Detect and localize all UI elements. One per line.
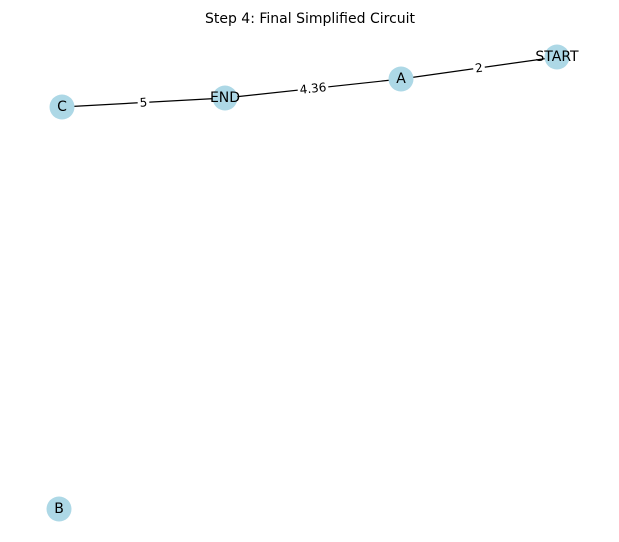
edge-label-background [137,94,150,111]
edges-layer: 2 4.36 5 [61,56,558,111]
node-circle [49,94,75,120]
node-label: END [210,90,240,106]
node-label: C [57,99,67,115]
node-end: END [210,85,240,111]
node-circle [544,44,570,70]
node-circle [388,66,414,92]
nodes-layer: START A END C B [46,44,579,522]
node-c: C [49,94,75,120]
node-b: B [46,496,72,522]
node-circle [46,496,72,522]
edge-label-group: 4.36 [296,78,330,99]
edge-weight-label: 4.36 [299,80,327,97]
edge-label-background [296,78,330,99]
edge-weight-label: 2 [474,61,484,76]
edge-label-group: 2 [472,59,486,77]
node-start: START [535,44,579,70]
node-label: START [535,49,579,65]
diagram-title: Step 4: Final Simplified Circuit [205,11,416,27]
node-circle [212,85,238,111]
edge-c-end: 5 [61,94,226,111]
edge-label-background [472,59,486,77]
edge-weight-label: 5 [139,95,147,109]
node-label: A [396,71,406,87]
node-a: A [388,66,414,92]
edge-a-start: 2 [400,56,558,80]
edge-label-group: 5 [137,94,150,111]
edge-end-a: 4.36 [224,78,402,99]
node-label: B [54,501,64,517]
